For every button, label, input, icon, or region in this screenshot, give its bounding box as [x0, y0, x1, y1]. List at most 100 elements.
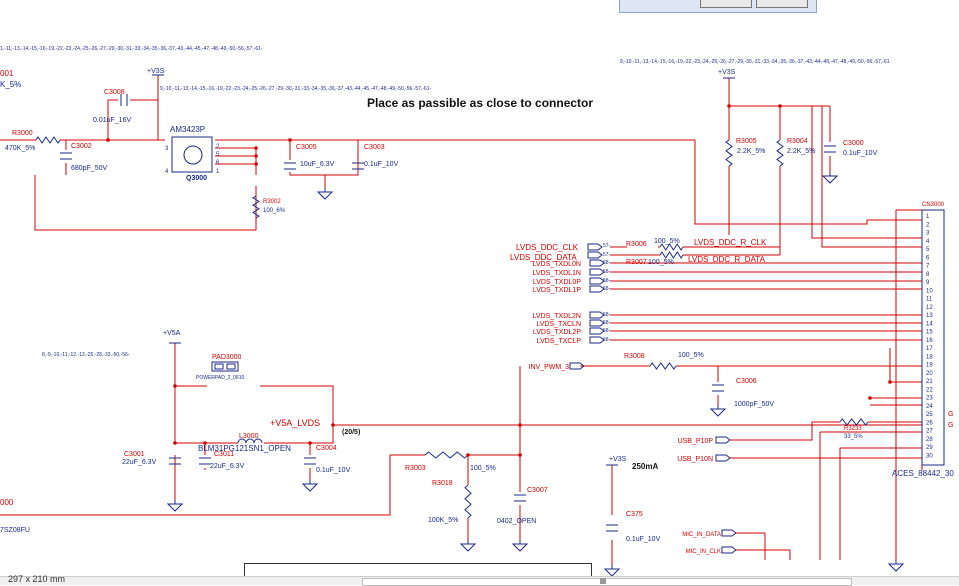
resistor-symbol: [35, 136, 61, 144]
current-note: 250mA: [632, 462, 658, 471]
page-reference: 57-: [603, 252, 611, 258]
capacitor-ref: C3003: [364, 144, 385, 151]
pin-number: 4: [926, 239, 930, 245]
net-label: LVDS_TXDL2P: [533, 329, 581, 336]
scroll-thumb[interactable]: [600, 578, 606, 584]
offpage-connector-symbol: [589, 327, 605, 335]
ground-symbol: [511, 540, 529, 552]
ground-symbol: [301, 480, 319, 492]
resistor-value: 100_5%: [648, 259, 674, 266]
net-label: LVDS_TXCLN: [536, 321, 581, 328]
page-reference: 1,-11,-13,-14,-15,-16,-19,-22,-23,-24,-2…: [0, 46, 263, 52]
pin-number: 9: [926, 280, 930, 286]
resistor-ref: R3003: [405, 465, 426, 472]
pin-number: 1: [216, 169, 220, 175]
pin-number: 13: [926, 313, 933, 319]
resistor-symbol: [776, 139, 784, 167]
pin-number: 7: [926, 264, 930, 270]
dialog-button[interactable]: [700, 0, 752, 8]
net-label: USB_P10N: [677, 456, 713, 463]
capacitor-value: 0.01uF_16V: [93, 117, 131, 124]
pin-number: 8: [926, 272, 930, 278]
resistor-ref: R3007: [626, 259, 647, 266]
net-label: MIC_IN_DATA: [682, 532, 721, 538]
capacitor-ref: C3005: [296, 144, 317, 151]
inductor-symbol: [237, 438, 263, 444]
pin-number: 6: [926, 255, 930, 261]
ground-symbol: [316, 188, 334, 200]
junction-dot: [106, 138, 110, 142]
capacitor-value: 0.1uF_10V: [843, 150, 878, 157]
offpage-connector-symbol: [589, 336, 605, 344]
resistor-symbol: [659, 251, 684, 259]
pin-number: 24: [926, 404, 933, 410]
resistor-ref: R3018: [432, 480, 453, 487]
ground-symbol: [459, 540, 477, 552]
pin-number: 12: [926, 305, 933, 311]
net-label: USB_P10P: [678, 438, 714, 445]
ground-symbol: [821, 172, 839, 184]
resistor-symbol: [464, 484, 472, 519]
mosfet-ref: Q3000: [186, 175, 207, 182]
net-label: LVDS_TXCLP: [537, 338, 582, 345]
capacitor-ref: C375: [626, 511, 643, 518]
junction-dot: [308, 441, 312, 445]
capacitor-symbol: [712, 384, 724, 392]
resistor-value: 470K_5%: [5, 145, 35, 152]
net-label: INV_PWM_3: [529, 364, 570, 371]
offpage-connector-symbol: [589, 277, 605, 285]
pin-number: 27: [926, 429, 933, 435]
page-reference: 9,-10,-11,-13,-14,-15,-16,-19,-22,-23,-2…: [620, 59, 890, 65]
junction-dot: [254, 162, 258, 166]
capacitor-ref: C3006: [736, 378, 757, 385]
resistor-symbol: [839, 418, 869, 426]
resistor-ref: R3002: [263, 199, 281, 205]
resistor-ref: R3008: [624, 353, 645, 360]
junction-dot: [727, 104, 731, 108]
junction-dot: [203, 441, 207, 445]
resistor-value: K_5%: [0, 80, 21, 89]
page-reference: 8,-9,-10,-11,-12,-13,-25,-28,-33,-50,-56…: [42, 352, 130, 358]
ground-symbol: [603, 565, 621, 577]
resistor-ref: 001: [0, 69, 14, 78]
page-reference: 57-: [603, 243, 611, 249]
page-reference: 58-: [603, 320, 611, 326]
resistor-value: 100_5%: [654, 238, 680, 245]
resistor-ref: R3006: [626, 241, 647, 248]
connector-body: [921, 209, 945, 466]
pin-number: 30: [926, 453, 933, 459]
offpage-connector-symbol: [721, 546, 737, 554]
capacitor-symbol: [284, 162, 296, 170]
junction-dot: [173, 441, 177, 445]
ground-symbol: [166, 500, 184, 512]
resistor-symbol: [725, 139, 733, 167]
capacitor-symbol: [169, 457, 181, 465]
resistor-value: 100_5%: [678, 352, 704, 359]
capacitor-value: 1000pF_50V: [734, 401, 774, 408]
resistor-ref: R3233: [844, 426, 862, 432]
offpage-connector-symbol: [589, 285, 605, 293]
pin-number: 15: [926, 330, 933, 336]
junction-dot: [331, 423, 335, 427]
junction-dot: [888, 380, 892, 384]
pin-number: 26: [926, 420, 933, 426]
resistor-ref: R3004: [787, 138, 808, 145]
page-size-readout: 297 x 210 mm: [8, 574, 66, 584]
capacitor-ref: C3000: [843, 140, 864, 147]
capacitor-value: 680pF_50V: [71, 165, 108, 172]
capacitor-value: 22uF_6.3V: [122, 459, 157, 466]
page-reference: 58-: [603, 286, 611, 292]
offpage-connector-symbol: [587, 243, 603, 251]
resistor-symbol: [252, 195, 260, 219]
resistor-value: 100_6%: [263, 208, 286, 214]
pin-number: 21: [926, 379, 933, 385]
pad-value: POWERPAD_2_0610: [196, 375, 244, 381]
net-label: LVDS_TXDL2N: [532, 313, 581, 320]
pin-number: 19: [926, 363, 933, 369]
inductor-value: BLM31PG121SN1_OPEN: [198, 444, 291, 453]
dialog-button[interactable]: [756, 0, 808, 8]
capacitor-value: 0402_OPEN: [497, 518, 536, 525]
horizontal-scrollbar[interactable]: [362, 578, 852, 586]
pin-number: 11: [926, 297, 933, 303]
